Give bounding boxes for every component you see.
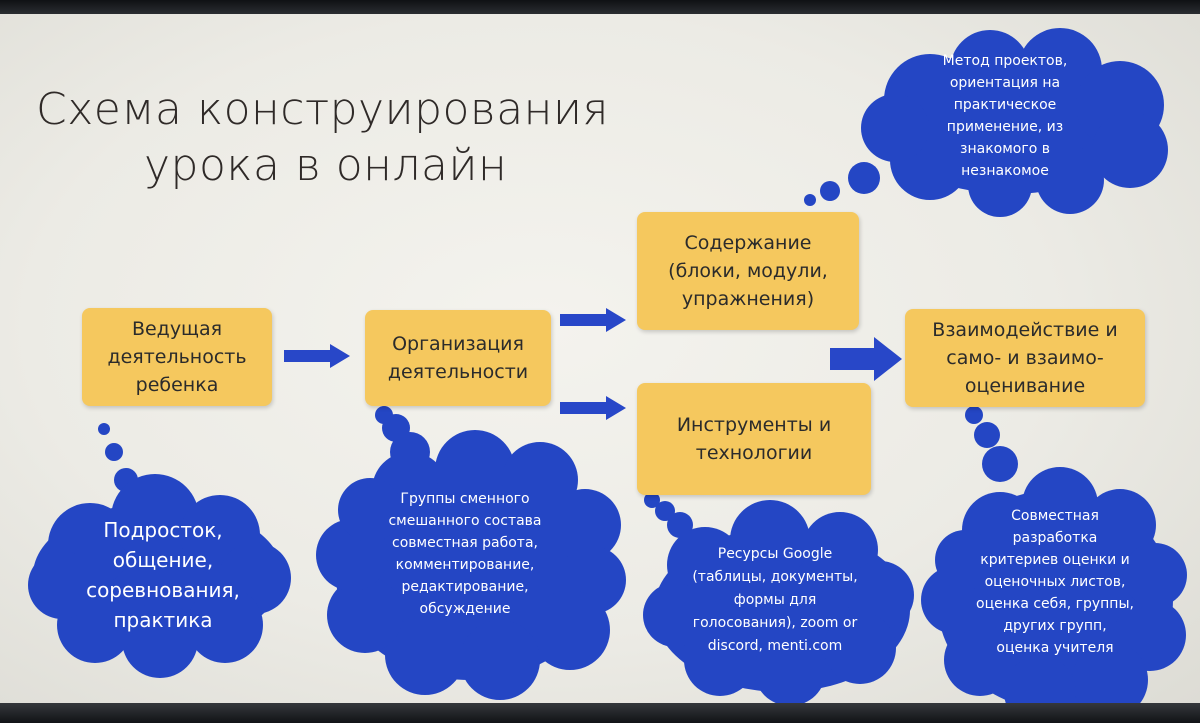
monitor-bezel-top [0,0,1200,14]
box-tools-label: Инструменты и технологии [676,414,832,464]
title-line-1: Схема конструирования [36,84,609,135]
box-content: Содержание (блоки, модули, упражнения) [637,212,859,330]
cloud-resources-shape [643,492,914,706]
title-line-2: урока в онлайн [144,140,508,191]
box-organization: Организация деятельности [365,310,551,406]
arrow-organization-to-tools [560,396,626,420]
cloud-criteria-shape [921,406,1187,723]
arrow-to-interaction [830,337,902,381]
cloud-groups-shape [316,406,626,700]
box-tools: Инструменты и технологии [637,383,871,495]
box-interaction-label: Взаимодействие и само- и взаимо- оценива… [932,319,1118,397]
cloud-teen-text: Подросток, общение, соревнования, практи… [86,518,240,632]
cloud-resources-text: Ресурсы Google (таблицы, документы, форм… [692,546,858,654]
box-leading-activity-label: Ведущая деятельность ребенка [107,318,247,396]
box-organization-label: Организация деятельности [387,333,529,383]
cloud-projects-text: Метод проектов, ориентация на практическ… [942,53,1068,179]
arrow-organization-to-content [560,308,626,332]
arrow-leading-to-organization [284,344,350,368]
cloud-teen-shape [28,423,291,678]
cloud-projects-shape [804,28,1168,217]
box-interaction: Взаимодействие и само- и взаимо- оценива… [905,309,1145,407]
cloud-criteria-text: Совместная разработка критериев оценки и… [976,508,1134,656]
slide-title: Схема конструирования урока в онлайн [36,82,636,194]
monitor-bezel-bottom [0,703,1200,723]
box-leading-activity: Ведущая деятельность ребенка [82,308,272,406]
box-content-label: Содержание (блоки, модули, упражнения) [668,232,828,310]
cloud-groups-text: Группы сменного смешанного состава совме… [388,491,542,617]
